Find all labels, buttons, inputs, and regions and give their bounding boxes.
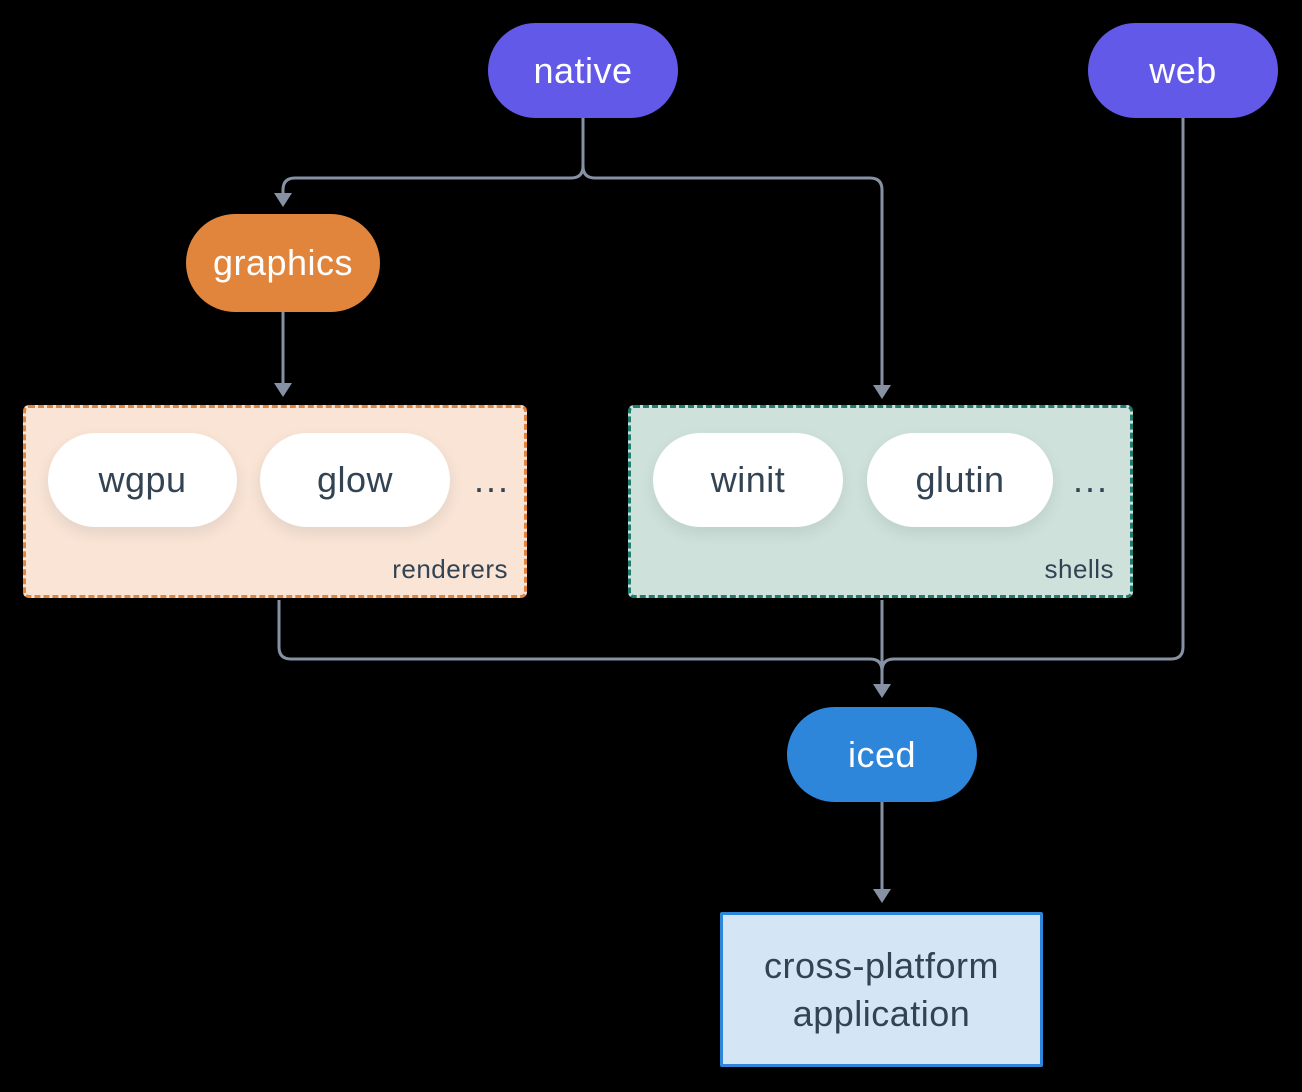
node-glutin-label: glutin xyxy=(915,459,1005,500)
node-cross-platform-application: cross-platform application xyxy=(720,912,1043,1067)
node-glutin: glutin xyxy=(867,433,1053,527)
group-renderers: wgpu glow ... renderers xyxy=(23,405,527,598)
node-graphics-label: graphics xyxy=(212,242,354,283)
node-glow-label: glow xyxy=(316,459,394,500)
arrowhead-shells xyxy=(873,385,891,399)
node-native: native xyxy=(488,23,678,118)
edge-renderers-iced xyxy=(277,600,884,672)
node-native-label: native xyxy=(533,49,633,91)
group-shells: winit glutin ... shells xyxy=(628,405,1133,598)
node-iced-label: iced xyxy=(847,733,917,775)
arrowhead-graphics xyxy=(274,193,292,207)
node-web-label: web xyxy=(1149,49,1217,91)
renderers-ellipsis: ... xyxy=(473,459,510,500)
renderers-group-label: renderers xyxy=(392,554,508,584)
node-winit-label: winit xyxy=(710,459,786,500)
arrowhead-renderers xyxy=(274,383,292,397)
application-label: cross-platform application xyxy=(763,944,1000,1034)
shells-ellipsis: ... xyxy=(1072,459,1109,500)
node-iced: iced xyxy=(787,707,977,802)
node-graphics: graphics xyxy=(186,214,380,312)
arrowhead-application xyxy=(873,889,891,903)
edge-native-graphics xyxy=(281,118,585,194)
shells-group-label: shells xyxy=(1044,554,1114,584)
node-web: web xyxy=(1088,23,1278,118)
node-glow: glow xyxy=(260,433,450,527)
arrowhead-iced xyxy=(873,684,891,698)
node-wgpu: wgpu xyxy=(48,433,237,527)
edge-native-shells xyxy=(581,118,884,386)
node-wgpu-label: wgpu xyxy=(98,459,187,500)
node-winit: winit xyxy=(653,433,843,527)
